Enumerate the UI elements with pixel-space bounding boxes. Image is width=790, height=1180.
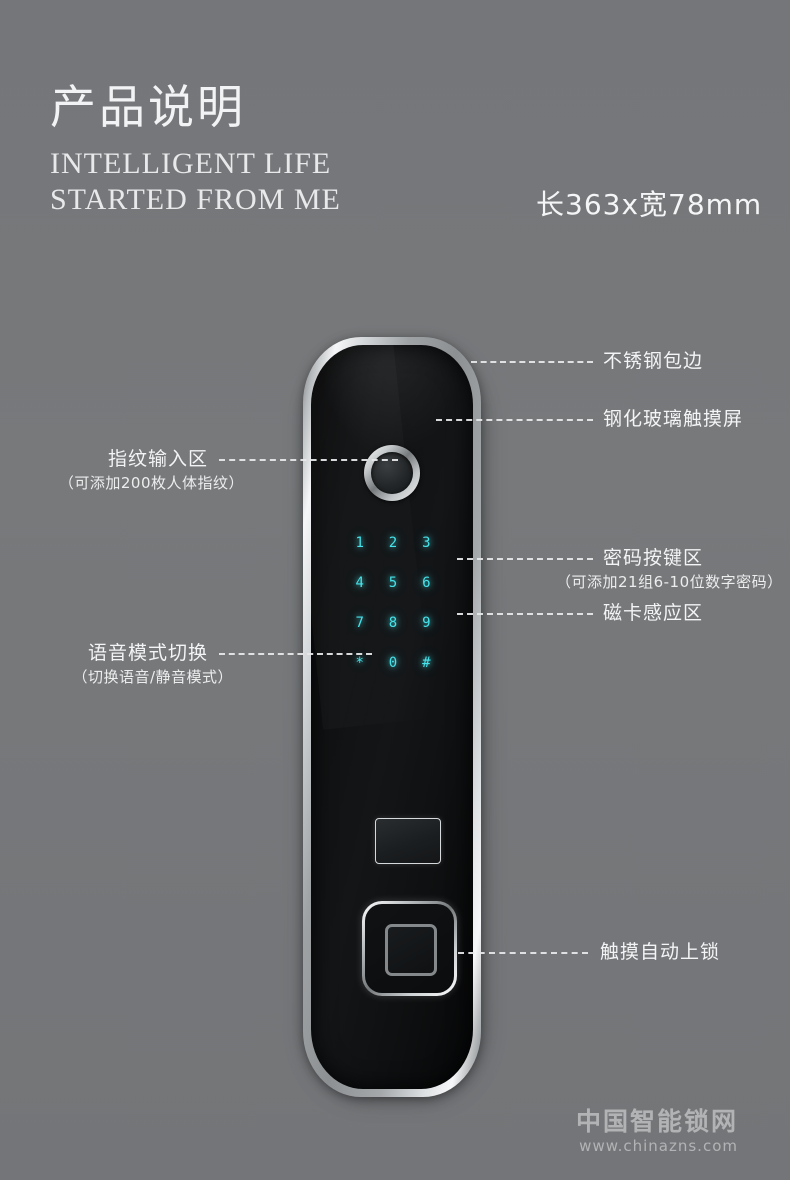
leader-line-fingerprint-area [219, 459, 398, 461]
callout-sublabel: （切换语音/静音模式） [72, 668, 233, 686]
callout-touch-auto-lock: 触摸自动上锁 [600, 940, 720, 964]
callout-tempered-glass-touchscreen: 钢化玻璃触摸屏 [603, 407, 743, 431]
callout-fingerprint-input-area: 指纹输入区 （可添加200枚人体指纹） [0, 447, 244, 494]
smart-lock-illustration: 1 2 3 4 5 6 7 8 9 * 0 # [303, 337, 483, 1099]
fingerprint-sensor-ring[interactable] [364, 445, 420, 501]
leader-line-password-keypad [457, 558, 593, 560]
callout-voice-mode-switch: 语音模式切换 （切换语音/静音模式） [0, 641, 232, 688]
keypad-key-0[interactable]: 0 [388, 655, 398, 671]
callout-label: 密码按键区 [603, 547, 704, 569]
keypad-key-1[interactable]: 1 [355, 535, 364, 551]
header-block: 产品说明 INTELLIGENT LIFE STARTED FROM ME [50, 78, 360, 218]
dimension-label: 长363x宽78mm [536, 188, 763, 221]
tempered-glass-panel: 1 2 3 4 5 6 7 8 9 * 0 # [311, 345, 473, 1089]
keypad-key-5[interactable]: 5 [388, 575, 398, 591]
keypad-key-star[interactable]: * [355, 655, 364, 671]
keypad-key-4[interactable]: 4 [355, 575, 364, 591]
callout-sublabel: （可添加21组6-10位数字密码） [556, 573, 783, 591]
leader-line-voice-mode-switch [219, 653, 372, 655]
keypad-key-6[interactable]: 6 [422, 575, 431, 591]
keypad-key-2[interactable]: 2 [388, 535, 398, 551]
keypad-key-9[interactable]: 9 [422, 615, 431, 631]
watermark-url: www.chinazns.com [579, 1137, 738, 1155]
site-watermark: 中国智能锁网 www.chinazns.com [576, 1107, 738, 1156]
callout-magnetic-card-area: 磁卡感应区 [603, 601, 703, 625]
keypad-key-3[interactable]: 3 [422, 535, 431, 551]
callout-label: 磁卡感应区 [603, 602, 704, 624]
callout-label: 指纹输入区 [107, 448, 208, 470]
leader-line-glass-touchscreen [436, 419, 593, 421]
keypad-key-8[interactable]: 8 [388, 615, 398, 631]
magnetic-card-sensor-panel[interactable] [375, 818, 441, 864]
page-title: 产品说明 [50, 80, 246, 134]
watermark-site-name: 中国智能锁网 [575, 1107, 738, 1136]
callout-sublabel: （可添加200枚人体指纹） [58, 474, 244, 492]
callout-label: 触摸自动上锁 [600, 941, 721, 963]
touch-auto-lock-pad[interactable] [362, 901, 457, 996]
page-subtitle-english: INTELLIGENT LIFE STARTED FROM ME [50, 147, 341, 216]
touch-pad-inner-square [385, 924, 437, 976]
password-keypad[interactable]: 1 2 3 4 5 6 7 8 9 * 0 # [343, 523, 443, 683]
callout-label: 语音模式切换 [87, 642, 208, 664]
leader-line-stainless-trim [471, 361, 593, 363]
callout-stainless-steel-trim: 不锈钢包边 [603, 349, 703, 373]
leader-line-touch-auto-lock [458, 952, 588, 954]
callout-password-keypad-area: 密码按键区 （可添加21组6-10位数字密码） [556, 546, 783, 593]
leader-line-card-sensor [457, 613, 593, 615]
keypad-key-7[interactable]: 7 [355, 615, 364, 631]
callout-label: 不锈钢包边 [603, 350, 704, 372]
keypad-key-hash[interactable]: # [422, 655, 431, 671]
callout-label: 钢化玻璃触摸屏 [603, 408, 744, 430]
